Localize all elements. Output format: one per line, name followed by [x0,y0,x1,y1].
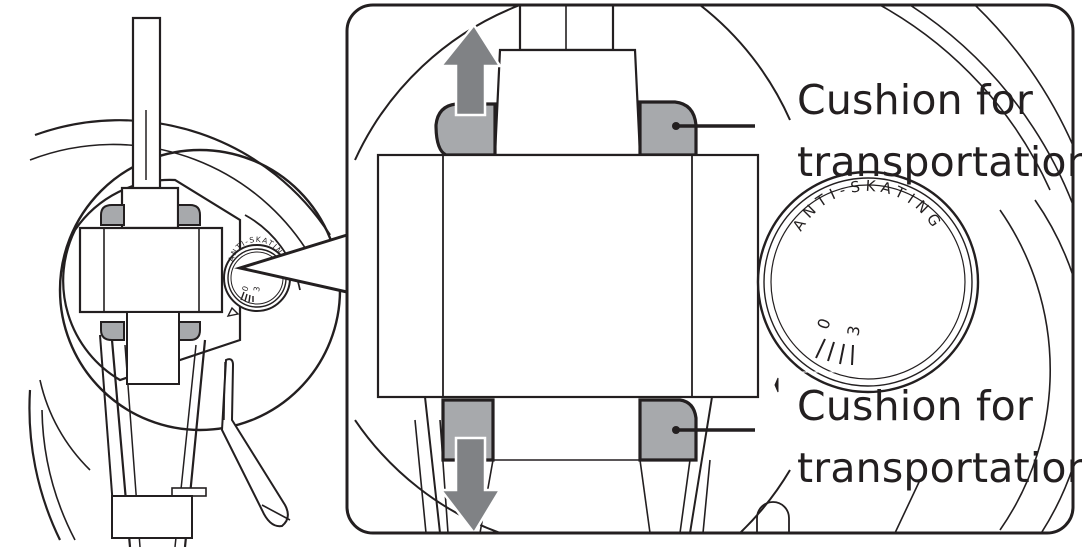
cushion-bottom-label-line2: transportation [797,444,1082,492]
big-dial-three: 3 [843,324,863,337]
cushion-top-label-line1: Cushion for [797,76,1034,124]
cushion-top-label-line2: transportation [797,138,1082,186]
inset-frame [345,3,1075,535]
small-dial-three: 3 [252,286,262,293]
arrow-up-icon [438,22,503,117]
cushion-bottom-label-line1: Cushion for [797,382,1034,430]
arrow-down-icon [438,436,503,536]
callout-pointer [234,233,348,294]
small-dial-zero: 0 [240,285,250,293]
inset-detail [354,5,1073,533]
overview-tonearm-base [28,16,342,547]
